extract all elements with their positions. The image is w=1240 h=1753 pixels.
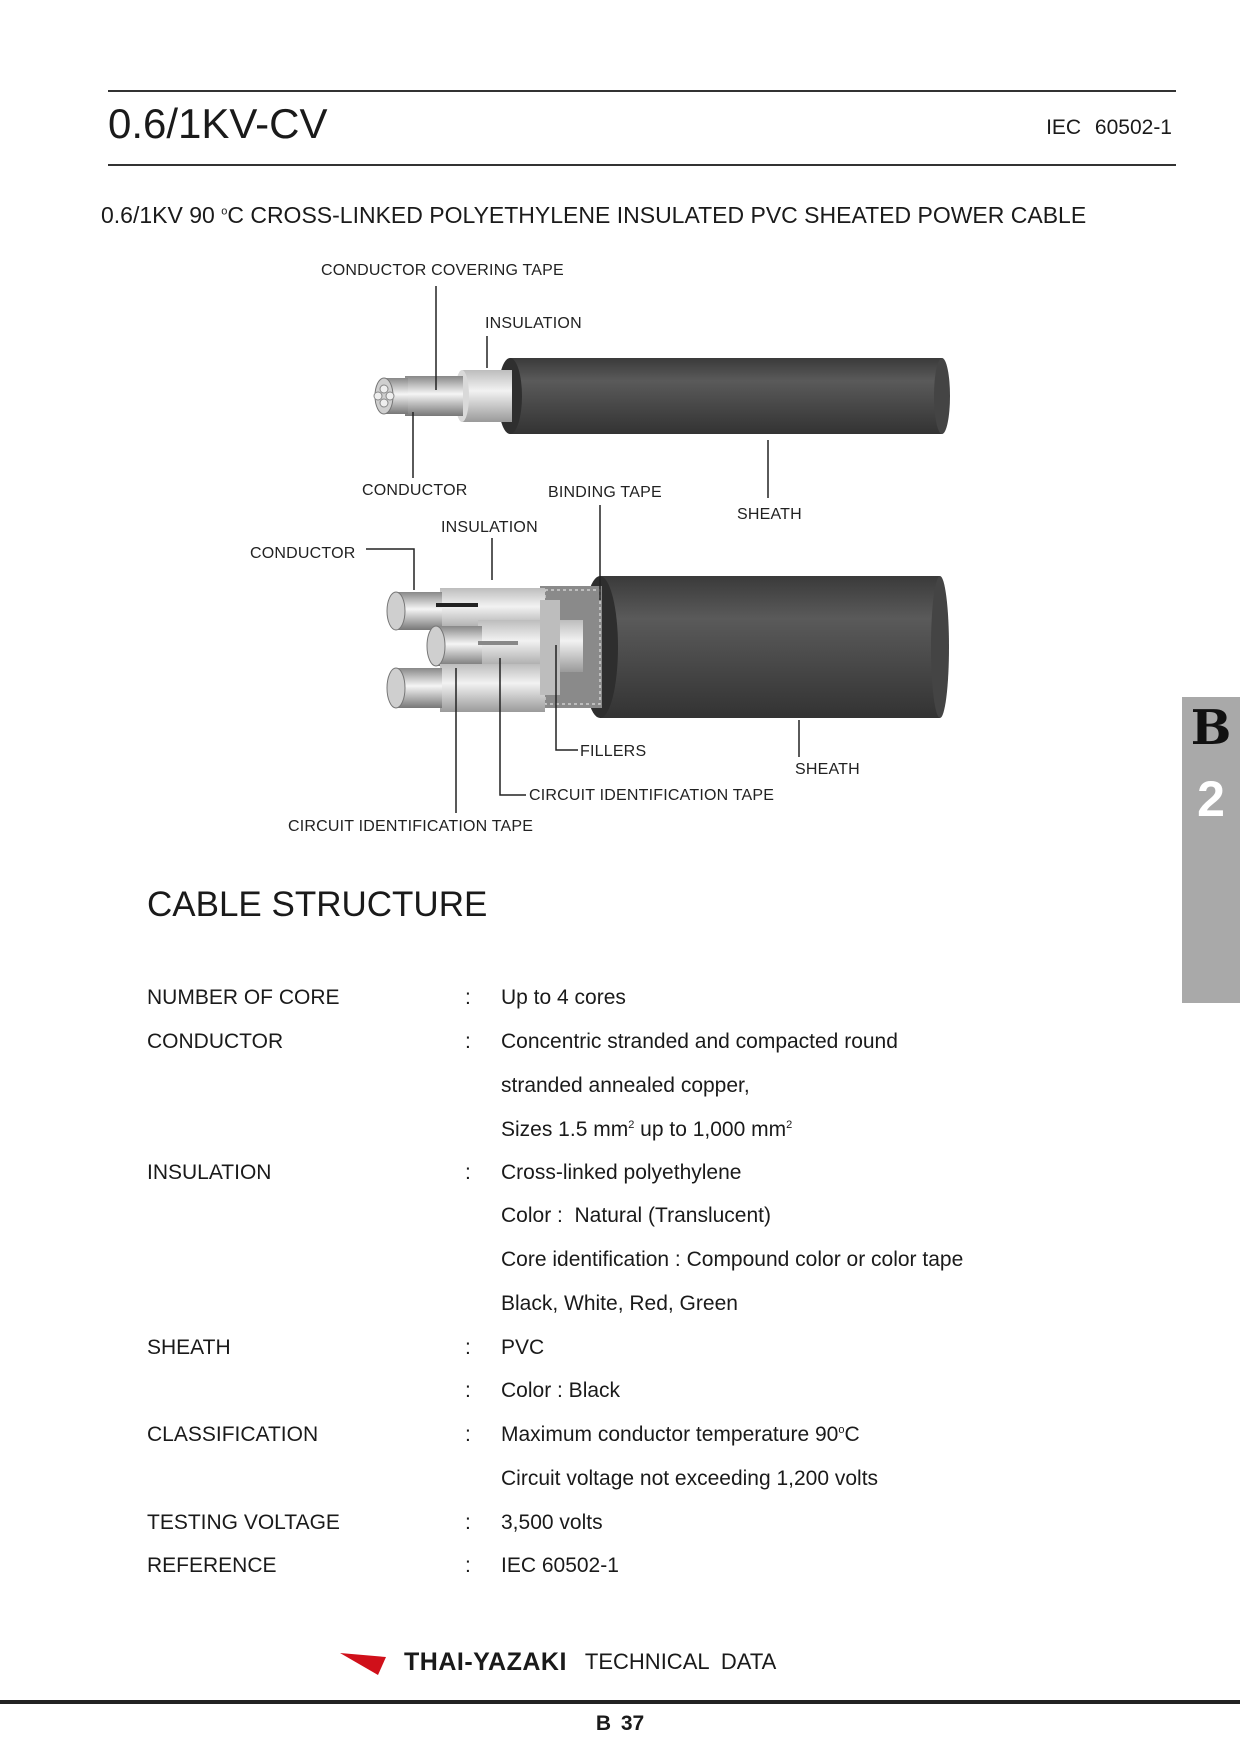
multi-sheath	[600, 576, 940, 718]
label-conductor-covering-tape: CONDUCTOR COVERING TAPE	[321, 262, 564, 279]
spec-colon: :	[465, 1030, 471, 1053]
core-1-id-tape	[436, 603, 478, 607]
label-single-sheath: SHEATH	[737, 506, 802, 523]
footer-brand: THAI-YAZAKI TECHNICAL DATA	[340, 1645, 776, 1679]
spec-label: NUMBER OF CORE	[147, 986, 340, 1009]
cable-description: 0.6/1KV 90 oC CROSS-LINKED POLYETHYLENE …	[101, 202, 1086, 229]
core-3-insulation	[440, 664, 545, 712]
page-number: B 37	[595, 1712, 645, 1735]
spec-colon: :	[465, 1379, 471, 1402]
spec-value: PVC	[501, 1336, 545, 1359]
spec-colon: :	[465, 986, 471, 1009]
subtitle-rest: C CROSS-LINKED POLYETHYLENE INSULATED PV…	[227, 202, 1087, 228]
label-single-insulation: INSULATION	[485, 315, 582, 332]
spec-label: TESTING VOLTAGE	[147, 1511, 340, 1534]
section-side-tab	[1182, 697, 1240, 1003]
spec-value: Core identification : Compound color or …	[501, 1248, 964, 1271]
multi-sheath-end	[931, 576, 949, 718]
label-fillers: FILLERS	[580, 743, 647, 760]
spec-value: IEC 60502-1	[501, 1554, 619, 1577]
spec-value: Black, White, Red, Green	[501, 1292, 738, 1315]
page-title: 0.6/1KV-CV	[108, 100, 328, 147]
footer-rule	[0, 1700, 1240, 1704]
spec-label: SHEATH	[147, 1336, 231, 1359]
label-multi-insulation: INSULATION	[441, 519, 538, 536]
spec-colon: :	[465, 1511, 471, 1534]
side-tab-letter: B	[1190, 700, 1232, 756]
core-2-insulation	[478, 620, 583, 672]
spec-value: Circuit voltage not exceeding 1,200 volt…	[501, 1467, 879, 1490]
label-single-conductor: CONDUCTOR	[362, 482, 468, 499]
spec-value-sizes: Sizes 1.5 mm2 up to 1,000 mm2	[501, 1118, 792, 1142]
brand-name: THAI-YAZAKI	[404, 1647, 567, 1676]
spec-label: CLASSIFICATION	[147, 1423, 319, 1446]
leader-lines	[366, 286, 800, 813]
temperature-text-b: C	[844, 1423, 860, 1446]
label-circuit-identification-tape-2: CIRCUIT IDENTIFICATION TAPE	[288, 818, 534, 835]
standard-reference: IEC 60502-1	[1046, 116, 1172, 139]
spec-value-temperature: Maximum conductor temperature 90oC	[501, 1423, 860, 1447]
label-binding-tape: BINDING TAPE	[548, 484, 662, 501]
single-covering-tape	[405, 376, 463, 416]
fillers	[540, 600, 560, 695]
header-bottom-rule	[108, 164, 1176, 166]
squared-symbol: 2	[786, 1119, 793, 1131]
spec-value: stranded annealed copper,	[501, 1074, 750, 1097]
spec-value: Cross-linked polyethylene	[501, 1161, 742, 1184]
spec-label: INSULATION	[147, 1161, 272, 1184]
temperature-text-a: Maximum conductor temperature 90	[501, 1423, 839, 1446]
spec-value: Up to 4 cores	[501, 986, 626, 1009]
degree-symbol: o	[838, 1424, 845, 1436]
header-top-rule	[108, 90, 1176, 92]
single-core-cable	[373, 358, 950, 434]
spec-value: Concentric stranded and compacted round	[501, 1030, 898, 1053]
single-insulation	[462, 370, 512, 422]
spec-colon: :	[465, 1336, 471, 1359]
label-circuit-identification-tape-1: CIRCUIT IDENTIFICATION TAPE	[529, 787, 775, 804]
thai-yazaki-logo-icon	[340, 1653, 386, 1675]
spec-value: 3,500 volts	[501, 1511, 603, 1534]
spec-label: CONDUCTOR	[147, 1030, 284, 1053]
brand-tagline: TECHNICAL DATA	[584, 1649, 777, 1674]
core-2-id-tape	[478, 641, 518, 645]
cable-diagram	[366, 286, 950, 813]
spec-label: REFERENCE	[147, 1554, 277, 1577]
label-multi-conductor: CONDUCTOR	[250, 545, 356, 562]
spec-value: Color : Natural (Translucent)	[501, 1204, 771, 1227]
spec-colon: :	[465, 1161, 471, 1184]
spec-colon: :	[465, 1423, 471, 1446]
side-tab-number: 2	[1197, 771, 1225, 827]
degree-symbol: o	[221, 205, 228, 218]
spec-colon: :	[465, 1554, 471, 1577]
label-multi-sheath: SHEATH	[795, 761, 860, 778]
single-sheath	[510, 358, 942, 434]
section-title: CABLE STRUCTURE	[147, 885, 488, 924]
single-sheath-end	[934, 358, 950, 434]
multi-core-cable	[386, 576, 949, 718]
sizes-text-b: up to 1,000 mm	[634, 1118, 787, 1141]
squared-symbol: 2	[628, 1119, 635, 1131]
subtitle-prefix: 0.6/1KV 90	[101, 202, 222, 228]
spec-value: Color : Black	[501, 1379, 621, 1402]
sizes-text-a: Sizes 1.5 mm	[501, 1118, 629, 1141]
